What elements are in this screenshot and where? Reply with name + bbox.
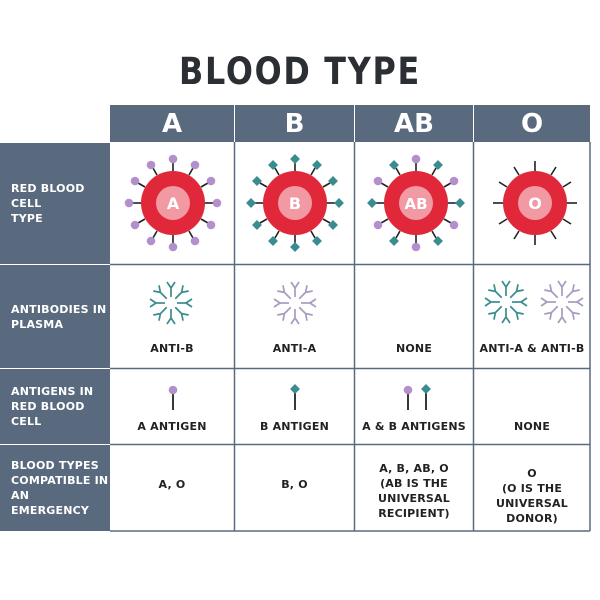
antibodies-o: ANTI-A & ANTI-B — [479, 342, 585, 355]
antibodies-ab: NONE — [395, 342, 433, 355]
antigens-ab: A & B ANTIGENS — [362, 420, 466, 433]
row-label-compatible: BLOOD TYPES COMPATIBLE IN AN EMERGENCY — [0, 445, 110, 531]
compatible-b: B, O — [281, 478, 308, 491]
red-blood-cell-a: A — [124, 154, 222, 252]
b-antigen-icon — [290, 384, 300, 410]
compatible-o: O (O IS THE UNIVERSAL DONOR) — [496, 467, 568, 525]
cell-label-o: O — [528, 194, 542, 213]
column-header-ab: AB — [355, 105, 473, 142]
compatible-ab: A, B, AB, O (AB IS THE UNIVERSAL RECIPIE… — [378, 462, 450, 520]
row-label-antigens: ANTIGENS IN RED BLOOD CELL — [0, 369, 110, 444]
row-label-red-blood-cell-type: RED BLOOD CELL TYPE — [0, 143, 110, 264]
cell-label-b: B — [289, 194, 301, 213]
page-title: BLOOD TYPE — [178, 50, 421, 93]
row-label-antibodies: ANTIBODIES IN PLASMA — [0, 265, 110, 368]
column-header-a: A — [110, 105, 234, 142]
red-blood-cell-o: O — [493, 161, 577, 245]
cell-label-ab: AB — [404, 195, 427, 213]
antigens-a: A ANTIGEN — [137, 420, 207, 433]
a-and-b-antigen-icon — [403, 384, 431, 410]
column-header-o: O — [474, 105, 590, 142]
column-header-b: B — [235, 105, 354, 142]
antibodies-a: ANTI-B — [150, 342, 194, 355]
antigens-b: B ANTIGEN — [259, 420, 330, 433]
compatible-a: A, O — [158, 478, 186, 491]
antibodies-b: ANTI-A — [272, 342, 317, 355]
antigens-o: NONE — [513, 420, 551, 433]
cell-label-a: A — [167, 194, 180, 213]
a-antigen-icon — [168, 385, 178, 410]
